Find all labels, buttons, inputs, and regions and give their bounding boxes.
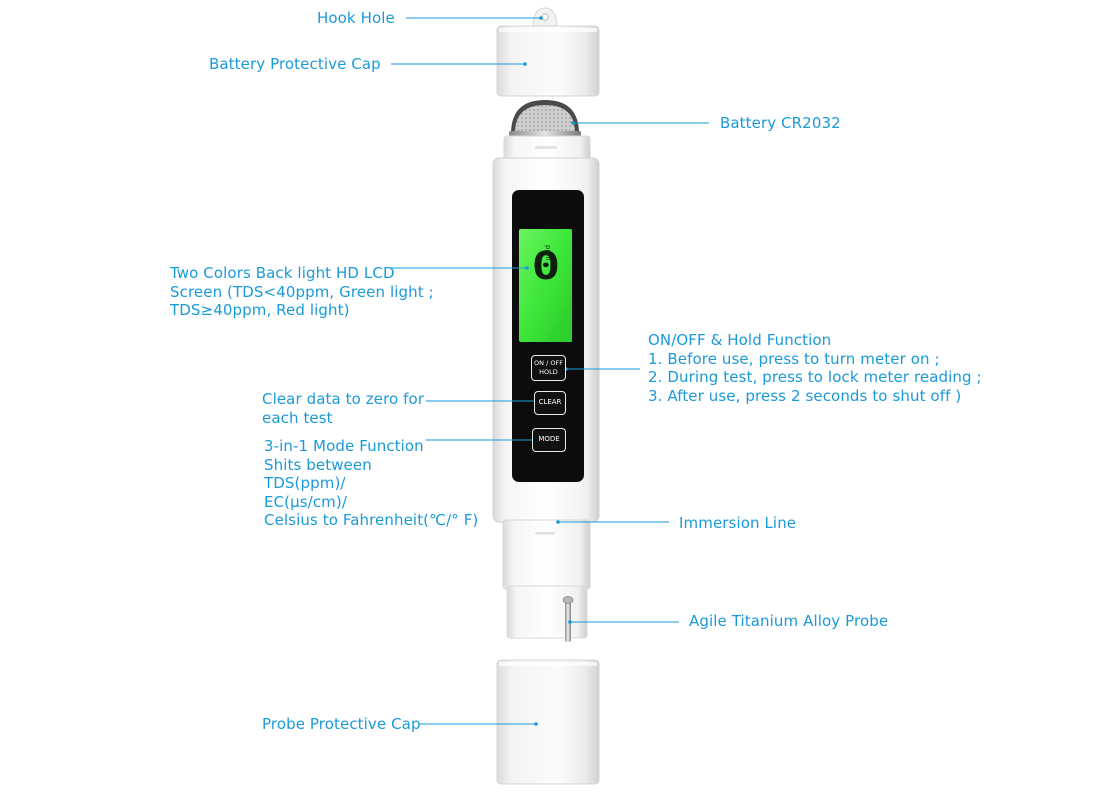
mode-button[interactable]: MODE [532, 428, 566, 452]
hold-label: HOLD [539, 368, 558, 376]
label-mode-line5: Celsius to Fahrenheit(℃/° F) [264, 511, 479, 529]
mode-label: MODE [538, 435, 560, 443]
label-onoff-line3: 2. During test, press to lock meter read… [648, 368, 982, 386]
label-mode-line2: Shits between [264, 455, 372, 474]
leader-lines [389, 17, 709, 725]
onoff-label: ON / OFF [534, 359, 563, 367]
label-lcd-line1: Two Colors Back light HD LCD [170, 264, 395, 282]
lcd-screen [519, 229, 572, 342]
titanium-probe [562, 596, 574, 642]
battery-cap [496, 25, 600, 97]
label-lcd: Two Colors Back light HD LCD Screen (TDS… [170, 264, 434, 320]
label-mode-line1: 3-in-1 Mode Function [264, 437, 424, 455]
label-mode-line4: EC(μs/cm)/ [264, 492, 347, 511]
onoff-hold-button[interactable]: ON / OFF HOLD [531, 355, 566, 381]
hook-hole [532, 7, 558, 29]
top-collar [503, 135, 591, 161]
label-immersion: Immersion Line [679, 514, 797, 532]
label-onoff-line4: 3. After use, press 2 seconds to shut of… [648, 386, 962, 405]
label-clear-line2: each test [262, 408, 333, 427]
battery-cr2032 [509, 100, 581, 136]
label-probe: Agile Titanium Alloy Probe [689, 612, 889, 630]
clear-label: CLEAR [538, 398, 562, 406]
label-lcd-line3: TDS≥40ppm, Red light) [170, 301, 350, 319]
label-lcd-line2: Screen (TDS<40ppm, Green light ; [170, 282, 434, 301]
label-mode-line3: TDS(ppm)/ [264, 474, 346, 492]
clear-button[interactable]: CLEAR [534, 391, 566, 415]
label-clear-line1: Clear data to zero for [262, 390, 425, 408]
probe-cap [496, 659, 600, 785]
label-probe-cap: Probe Protective Cap [262, 715, 421, 733]
lcd-unit: ppm [544, 245, 552, 261]
label-mode: 3-in-1 Mode Function Shits between TDS(p… [264, 437, 478, 530]
label-onoff-line2: 1. Before use, press to turn meter on ; [648, 349, 940, 368]
lower-segment [502, 519, 591, 639]
label-onoff: ON/OFF & Hold Function 1. Before use, pr… [648, 331, 982, 405]
label-hook-hole: Hook Hole [317, 9, 395, 27]
label-battery: Battery CR2032 [720, 114, 841, 132]
label-clear: Clear data to zero for each test [262, 390, 424, 427]
label-onoff-line1: ON/OFF & Hold Function [648, 331, 832, 349]
lcd-reading: 0 [531, 244, 561, 288]
meter-body [492, 157, 600, 523]
label-battery-cap: Battery Protective Cap [209, 55, 381, 73]
